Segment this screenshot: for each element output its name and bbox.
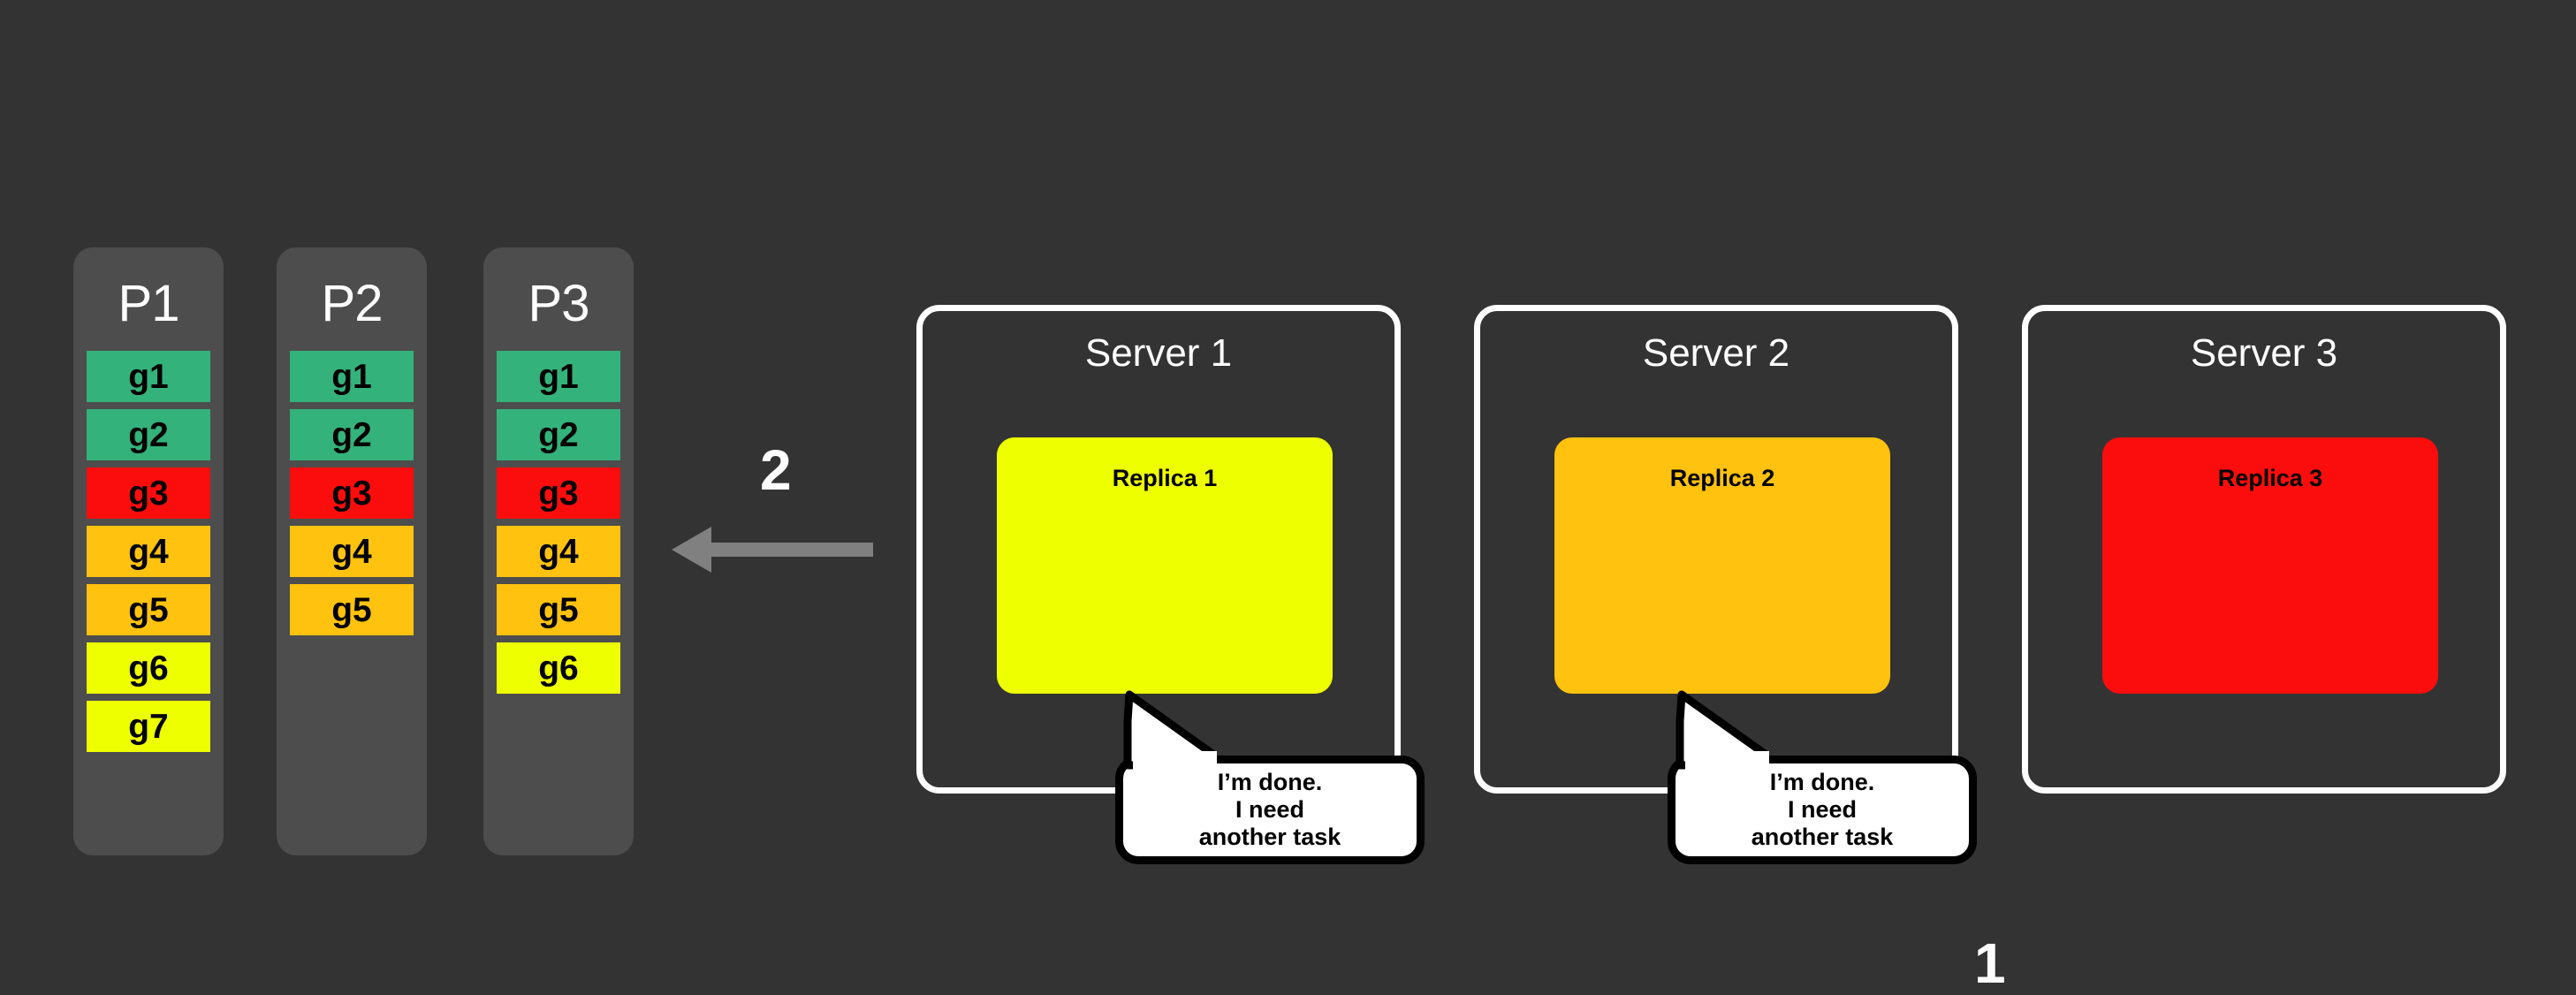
speech-bubble-body: I’m done. I need another task (1668, 756, 1977, 864)
server-1-title: Server 1 (1084, 331, 1233, 375)
task-block[interactable]: g1 (290, 351, 414, 402)
task-block[interactable]: g4 (497, 526, 620, 577)
task-block[interactable]: g2 (290, 409, 414, 460)
replica-3-label: Replica 3 (2217, 465, 2323, 491)
task-block[interactable]: g5 (497, 584, 620, 635)
server-3-title: Server 3 (2190, 331, 2338, 375)
partition-p1-title: P1 (118, 275, 180, 332)
bubble-line-1: I’m done. (1769, 768, 1875, 795)
partition-p1-task-list: g1 g2 g3 g4 g5 g6 g7 (73, 351, 224, 752)
bubble-line-3: another task (1198, 824, 1341, 851)
bubble-line-2: I need (1235, 795, 1305, 823)
server-1-box[interactable]: Server 1 Replica 1 (916, 305, 1401, 794)
partition-p2[interactable]: P2 g1 g2 g3 g4 g5 (277, 247, 427, 855)
task-block[interactable]: g3 (87, 467, 210, 519)
task-block[interactable]: g3 (290, 467, 414, 519)
server-2-box[interactable]: Server 2 Replica 2 (1474, 305, 1958, 794)
partition-p3-title: P3 (528, 275, 590, 332)
flow-arrow-group: 2 (672, 442, 893, 574)
task-block[interactable]: g2 (497, 409, 620, 460)
replica-2-label: Replica 2 (1669, 465, 1775, 491)
partition-p3-task-list: g1 g2 g3 g4 g5 g6 (483, 351, 634, 694)
task-block[interactable]: g4 (87, 526, 210, 577)
partition-p1[interactable]: P1 g1 g2 g3 g4 g5 g6 g7 (73, 247, 224, 855)
task-block[interactable]: g1 (497, 351, 620, 402)
speech-bubble-body: I’m done. I need another task (1115, 756, 1425, 864)
step-2-label: 2 (760, 438, 792, 502)
replica-1-label: Replica 1 (1112, 465, 1218, 491)
task-block[interactable]: g7 (87, 701, 210, 752)
bubble-line-1: I’m done. (1217, 768, 1323, 795)
replica-1-box[interactable]: Replica 1 (997, 437, 1333, 694)
step-1-label: 1 (1974, 931, 2006, 995)
replica-3-box[interactable]: Replica 3 (2102, 437, 2438, 694)
task-block[interactable]: g5 (290, 584, 414, 635)
task-block[interactable]: g6 (87, 642, 210, 694)
bubble-line-3: another task (1751, 824, 1894, 851)
partition-p3[interactable]: P3 g1 g2 g3 g4 g5 g6 (483, 247, 634, 855)
bubble-line-2: I need (1787, 795, 1858, 823)
task-block[interactable]: g1 (87, 351, 210, 402)
partition-p2-task-list: g1 g2 g3 g4 g5 (277, 351, 427, 635)
task-block[interactable]: g6 (497, 642, 620, 694)
task-block[interactable]: g4 (290, 526, 414, 577)
partition-p2-title: P2 (321, 275, 384, 332)
task-block[interactable]: g3 (497, 467, 620, 519)
replica-2-box[interactable]: Replica 2 (1554, 437, 1890, 694)
task-block[interactable]: g5 (87, 584, 210, 635)
server-3-box[interactable]: Server 3 Replica 3 (2022, 305, 2506, 794)
left-arrow-icon (672, 527, 873, 573)
server-2-title: Server 2 (1642, 331, 1790, 375)
task-block[interactable]: g2 (87, 409, 210, 460)
